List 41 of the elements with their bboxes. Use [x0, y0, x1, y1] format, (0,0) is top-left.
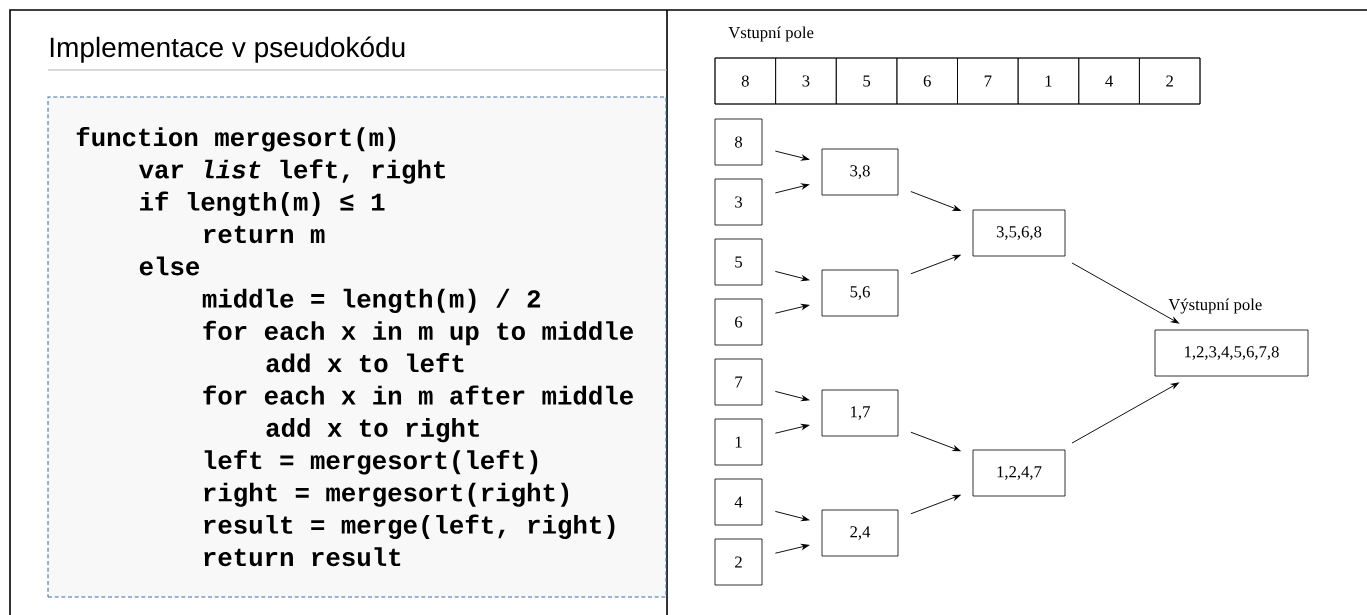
array-cell: 6 [896, 57, 958, 105]
array-heading: Vstupní pole [728, 26, 814, 42]
number-box: 5,6 [821, 269, 899, 317]
number-box: 3,5,6,8 [972, 209, 1066, 257]
number-box: 2 [714, 538, 763, 586]
number-box: 1 [714, 418, 763, 466]
arrow [910, 191, 961, 211]
array-cell: 8 [714, 57, 776, 105]
array-cell: 5 [835, 57, 898, 105]
arrow [774, 544, 810, 554]
number-box: 4 [714, 478, 763, 526]
arrow [774, 390, 810, 401]
arrow [774, 150, 810, 161]
number-box: 3,8 [821, 148, 899, 196]
output-box: 1,2,3,4,5,6,7,8 [1154, 329, 1309, 377]
number-box: 5 [714, 238, 763, 286]
arrow [774, 424, 810, 434]
array-cell: 4 [1078, 57, 1140, 105]
array-heading: Výstupní pole [1168, 298, 1262, 314]
number-box: 2,4 [821, 509, 899, 557]
arrow [774, 270, 810, 281]
arrow [774, 510, 810, 521]
number-box: 6 [714, 298, 763, 346]
arrow [774, 183, 810, 194]
number-box: 1,7 [821, 389, 899, 437]
arrow [1071, 382, 1179, 444]
array-cell: 1 [1017, 57, 1080, 105]
number-box: 3 [714, 178, 763, 226]
arrow [1071, 262, 1179, 324]
number-box: 7 [714, 358, 763, 406]
heading: Implementace v pseudokódu [50, 36, 405, 63]
array-cell: 7 [957, 57, 1019, 105]
code-block: function mergesort(m) var list left, right if length(m) ≤ 1 return m else middle = length(m) / 2 for each x in m up to middle add x to left for each x in m after middle add x to right left = mergesort(left) right = mergesort(right) result = merge(left, right) return result [47, 96, 667, 598]
array-cell: 2 [1139, 57, 1201, 105]
arrow [910, 494, 961, 515]
arrow [910, 431, 961, 452]
arrow [774, 304, 810, 314]
array-cell: 3 [775, 57, 837, 105]
arrow [910, 254, 961, 275]
number-box: 1,2,4,7 [972, 449, 1066, 497]
number-box: 8 [714, 118, 763, 166]
